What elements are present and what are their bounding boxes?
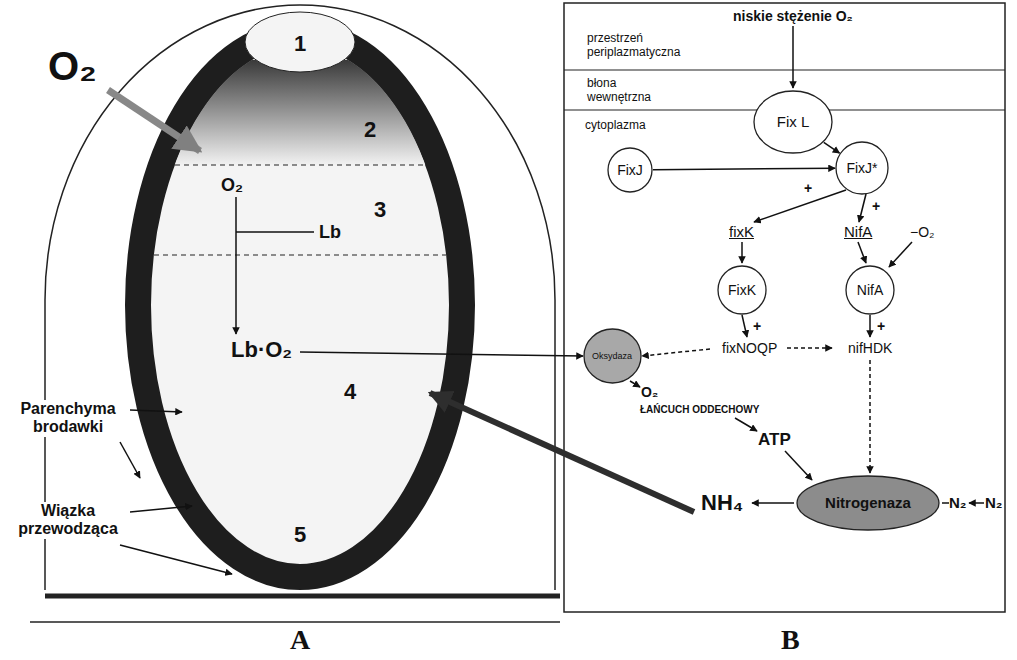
- gene-name: nifHDK: [848, 340, 892, 356]
- reaction-arrow: [785, 451, 812, 480]
- node-text: Fix L: [777, 113, 810, 130]
- reaction-arrow: [630, 381, 640, 387]
- protein-node: Fix L: [753, 90, 833, 154]
- protein-node: NifA: [845, 265, 895, 315]
- callout-number: 5: [294, 522, 306, 547]
- reaction-arrow: [752, 502, 794, 504]
- signal-connector: [824, 142, 840, 153]
- expression-arrow: [869, 360, 871, 473]
- callout-number: 4: [344, 379, 356, 404]
- expression-arrow: [642, 349, 710, 356]
- signal-connector: [653, 168, 835, 170]
- zone-border: [175, 164, 425, 165]
- molecule-label: N₂: [949, 494, 967, 511]
- activation-arrow: [889, 242, 912, 267]
- node-outline: [797, 476, 939, 530]
- root-line: [30, 621, 560, 623]
- bond-line: [942, 502, 949, 504]
- plus-sign: +: [753, 318, 761, 334]
- compartment-label: cytoplazma: [585, 119, 646, 133]
- expression-arrow: [741, 242, 743, 263]
- oxygen-label: O₂: [48, 43, 97, 89]
- node-outline: [754, 91, 832, 153]
- vascular-ring: [138, 33, 462, 577]
- plus-sign: +: [804, 180, 812, 196]
- activation-arrow: [869, 315, 871, 337]
- molecule-label: ATP: [758, 430, 791, 450]
- leader-arrow: [130, 506, 192, 512]
- reaction-arrow: [969, 502, 984, 504]
- node-outline: [846, 266, 894, 314]
- meristem-zone: [245, 12, 355, 72]
- node-text: FixJ: [617, 162, 643, 178]
- membrane-line: [564, 69, 1005, 70]
- expression-arrow: [787, 347, 832, 349]
- callout-number: 3: [374, 197, 386, 222]
- activation-arrow: [754, 190, 846, 222]
- root-line: [45, 594, 560, 599]
- node-outline: [718, 266, 766, 314]
- panel-letter: B: [781, 624, 800, 656]
- complex-label: Lb·O₂: [231, 337, 292, 362]
- plus-sign: +: [872, 198, 880, 214]
- leader-arrow: [120, 442, 140, 478]
- leghemoglobin-label: Lb: [319, 222, 341, 243]
- part-name: Wiązka przewodząca: [7, 502, 129, 539]
- callout-number: 2: [364, 117, 376, 142]
- protein-node: Oksydaza: [583, 328, 642, 384]
- protein-node: Nitrogenaza: [796, 475, 940, 531]
- molecule-label: NH₄: [701, 490, 743, 515]
- leader-arrow: [120, 545, 232, 574]
- compartment-label: błona wewnętrzna: [585, 76, 679, 104]
- transport-arrow: [300, 352, 583, 356]
- molecule-label: N₂: [985, 494, 1003, 511]
- signal-arrow: [792, 26, 794, 88]
- protein-node: FixJ: [607, 147, 653, 193]
- plus-sign: +: [877, 318, 885, 334]
- reaction-arrow: [735, 418, 757, 431]
- node-text: FixK: [728, 282, 756, 298]
- node-text: Oksydaza: [592, 351, 632, 361]
- gene-name: NifA: [844, 223, 872, 240]
- expression-arrow: [858, 242, 866, 263]
- oxygen-label: O₂: [641, 384, 658, 400]
- protein-node: FixJ*: [835, 141, 889, 195]
- binding-line: [236, 231, 314, 233]
- node-text: Nitrogenaza: [825, 494, 911, 511]
- part-name: Parenchyma brodawki: [7, 400, 129, 437]
- protein-node: FixK: [717, 265, 767, 315]
- callout-number: 1: [294, 31, 306, 56]
- condition-label: −O₂: [910, 224, 935, 240]
- binding-arrow: [235, 197, 237, 334]
- activation-arrow: [859, 194, 866, 222]
- panel-letter: A: [290, 624, 310, 656]
- node-outline: [584, 329, 641, 383]
- bacteroid-panel: [564, 3, 1005, 612]
- oxygen-arrow: [108, 90, 200, 151]
- condition-label: niskie stężenie O₂: [731, 8, 855, 24]
- oxygen-label: O₂: [221, 175, 243, 196]
- zone-border: [154, 254, 446, 255]
- leader-arrow: [130, 410, 182, 412]
- activation-arrow: [742, 315, 747, 337]
- gene-name: fixNOQP: [722, 340, 777, 356]
- node-outline: [608, 148, 652, 192]
- compartment-label: przestrzeń periplazmatyczna: [585, 31, 709, 59]
- node-outline: [836, 142, 888, 194]
- node-text: FixJ*: [846, 160, 877, 176]
- pathway-label: ŁAŃCUCH ODDECHOWY: [640, 404, 759, 416]
- gene-name: fixK: [729, 223, 754, 240]
- node-text: NifA: [857, 282, 883, 298]
